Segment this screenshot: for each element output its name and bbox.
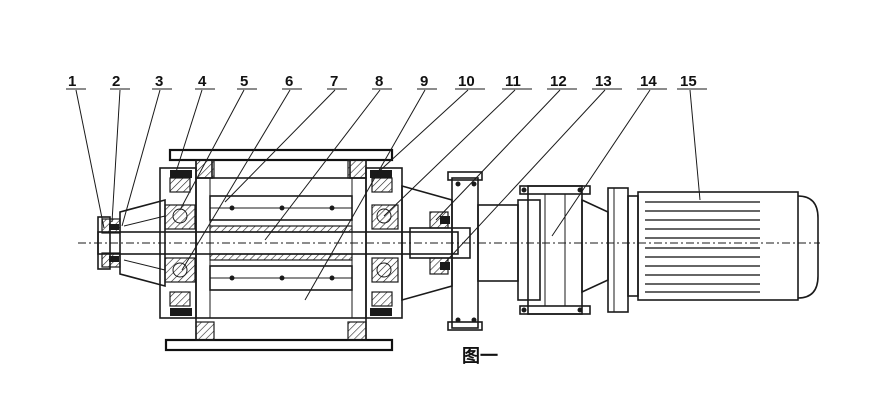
callout-number: 12	[550, 73, 567, 90]
callout-leader-line	[175, 89, 203, 173]
motor-cooling-fins	[645, 201, 760, 293]
callout-14: 14	[551, 73, 667, 237]
callout-number: 4	[198, 73, 207, 90]
callout-leader-line	[304, 89, 426, 301]
callout-6: 6	[181, 73, 302, 271]
callout-number: 6	[285, 73, 293, 90]
callout-leader-line	[264, 89, 381, 241]
callout-number: 14	[640, 73, 657, 90]
callout-leader-line	[435, 89, 561, 221]
callout-number: 7	[330, 73, 338, 90]
callout-1: 1	[66, 73, 105, 229]
inlet-flange	[168, 148, 394, 179]
callout-8: 8	[264, 73, 392, 241]
callout-leader-line	[689, 89, 701, 201]
callout-2: 2	[110, 73, 130, 223]
callout-leader-line	[224, 89, 336, 203]
gear-reducer	[517, 185, 629, 315]
valve-housing	[195, 177, 367, 319]
callout-11: 11	[383, 73, 532, 217]
callout-4: 4	[175, 73, 215, 173]
callout-leader-line	[551, 89, 651, 237]
callout-leader-line	[111, 89, 121, 223]
callout-number: 13	[595, 73, 612, 90]
callout-leader-line	[121, 89, 161, 227]
callout-7: 7	[224, 73, 347, 203]
callout-number: 5	[240, 73, 248, 90]
electric-motor	[627, 191, 819, 301]
callout-number: 11	[505, 73, 521, 90]
callout-number: 8	[375, 73, 383, 90]
callout-leader-line	[439, 89, 606, 269]
callout-5: 5	[179, 73, 257, 211]
callout-number: 10	[458, 73, 475, 90]
callout-13: 13	[439, 73, 622, 269]
callout-number: 2	[112, 73, 120, 90]
callout-leader-line	[181, 89, 291, 271]
callout-leader-line	[179, 89, 245, 211]
left-bearing-assembly	[97, 198, 166, 288]
rotor-blades	[209, 195, 353, 291]
callout-10: 10	[373, 73, 485, 177]
callout-number: 9	[420, 73, 428, 90]
bearing-seat	[401, 184, 453, 302]
left-end-cover	[159, 167, 197, 319]
callout-leader-line	[75, 89, 105, 229]
callout-leader-line	[373, 89, 469, 177]
callout-number: 3	[155, 73, 163, 90]
rotor-bolt-dots-upper	[229, 205, 335, 211]
callout-number: 15	[680, 73, 697, 90]
figure-caption: 图一	[462, 346, 498, 367]
rotor-bolt-dots-lower	[229, 275, 335, 281]
right-end-cover	[365, 167, 403, 319]
callout-9: 9	[304, 73, 437, 301]
callout-15: 15	[677, 73, 707, 201]
callout-leader-line	[383, 89, 516, 217]
outlet-flange	[164, 318, 394, 352]
callout-12: 12	[435, 73, 577, 221]
callout-3: 3	[121, 73, 172, 227]
callout-number: 1	[68, 73, 76, 90]
